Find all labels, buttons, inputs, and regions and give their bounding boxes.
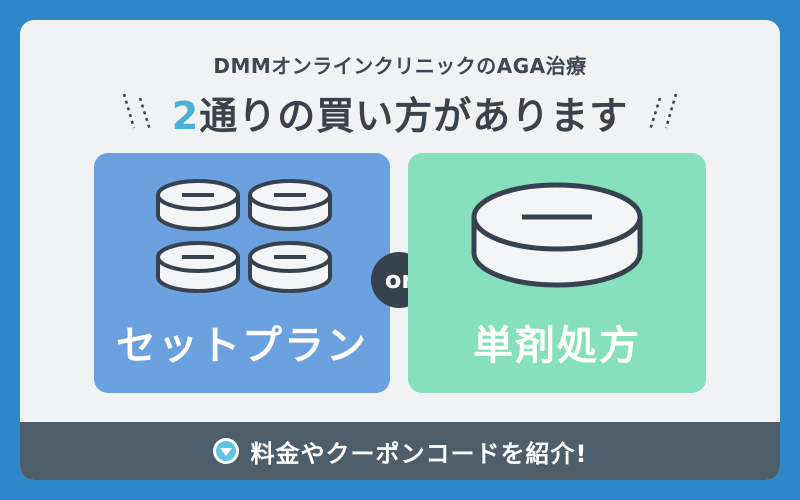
headline-number: 2 (171, 93, 200, 138)
banner-card: DMMオンラインクリニックのAGA治療 2通りの買い方があります (20, 20, 780, 480)
chevron-down-icon (212, 438, 239, 464)
multiple-pills-icon (156, 179, 332, 293)
set-plan-label: セットプラン (116, 323, 368, 369)
single-prescription-panel[interactable]: 単剤処方 (408, 153, 706, 393)
single-pill-icon (471, 182, 643, 288)
single-prescription-label: 単剤処方 (473, 323, 641, 369)
set-plan-panel[interactable]: セットプラン (94, 153, 390, 393)
subtitle: DMMオンラインクリニックのAGA治療 (213, 54, 587, 78)
headline: 2通りの買い方があります (172, 85, 628, 140)
headline-row: 2通りの買い方があります (20, 84, 780, 140)
cta-label: 料金やクーポンコードを紹介! (250, 439, 588, 468)
pricing-coupon-cta[interactable]: 料金やクーポンコードを紹介! (20, 422, 780, 480)
headline-text: 通りの買い方があります (199, 93, 629, 138)
right-sparkle-icon (649, 93, 678, 131)
left-sparkle-icon (122, 93, 151, 131)
